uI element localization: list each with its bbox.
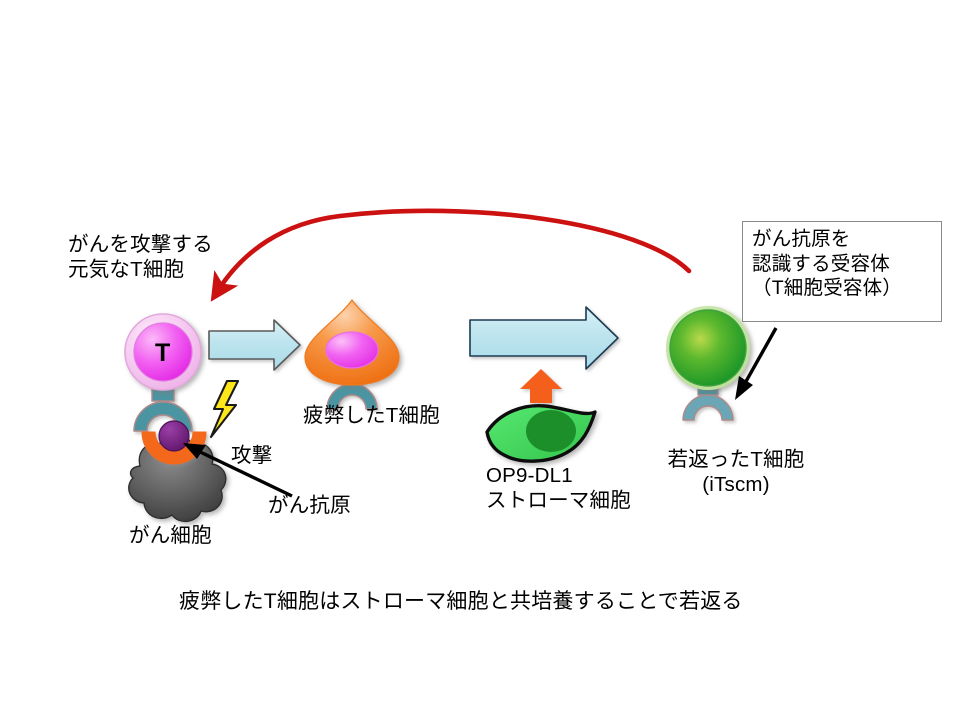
- exhausted-tcell-label: 疲弊したT細胞: [303, 404, 440, 427]
- healthy-t-cell: [124, 313, 202, 432]
- healthy-tcell-label: がんを攻撃する 元気なT細胞: [68, 233, 213, 281]
- stroma-cell: [485, 404, 597, 463]
- cancer-antigen-label: がん抗原: [268, 494, 351, 517]
- cancer-antigen-icon: [158, 420, 190, 452]
- tcell-letter-label: T: [155, 339, 171, 367]
- red-curved-arrow-icon: [210, 208, 692, 302]
- orange-up-arrow-icon: [520, 369, 562, 403]
- cancer-cell-label: がん細胞: [129, 524, 212, 547]
- exhausted-cell-nucleus: [325, 331, 379, 369]
- black-pointer-arrow-icon-antigen: [183, 443, 293, 498]
- block-arrow-right-icon-2: [469, 306, 619, 370]
- attack-label: 攻撃: [231, 444, 273, 467]
- rejuvenated-tcell-label: 若返ったT細胞 (iTscm): [667, 448, 805, 496]
- black-pointer-arrow-icon-receptor: [735, 327, 778, 400]
- exhausted-t-cell: [304, 298, 400, 410]
- receptor-callout-label: がん抗原を 認識する受容体 （T細胞受容体）: [752, 228, 903, 300]
- caption: 疲弊したT細胞はストローマ細胞と共培養することで若返る: [179, 590, 743, 613]
- stroma-cell-nucleus: [526, 410, 576, 452]
- stroma-cell-label: OP9-DL1 ストローマ細胞: [486, 464, 631, 512]
- block-arrow-right-icon-1: [208, 319, 301, 371]
- mhc-cup-icon: [141, 431, 207, 465]
- rejuvenated-t-cell: [666, 306, 750, 421]
- cancer-cell: [128, 420, 227, 522]
- healthy-cell-nucleus: [133, 322, 193, 382]
- receptor-callout-box: [742, 221, 942, 322]
- rejuvenated-cell-membrane: [669, 309, 747, 387]
- lightning-bolt-icon: [209, 379, 240, 439]
